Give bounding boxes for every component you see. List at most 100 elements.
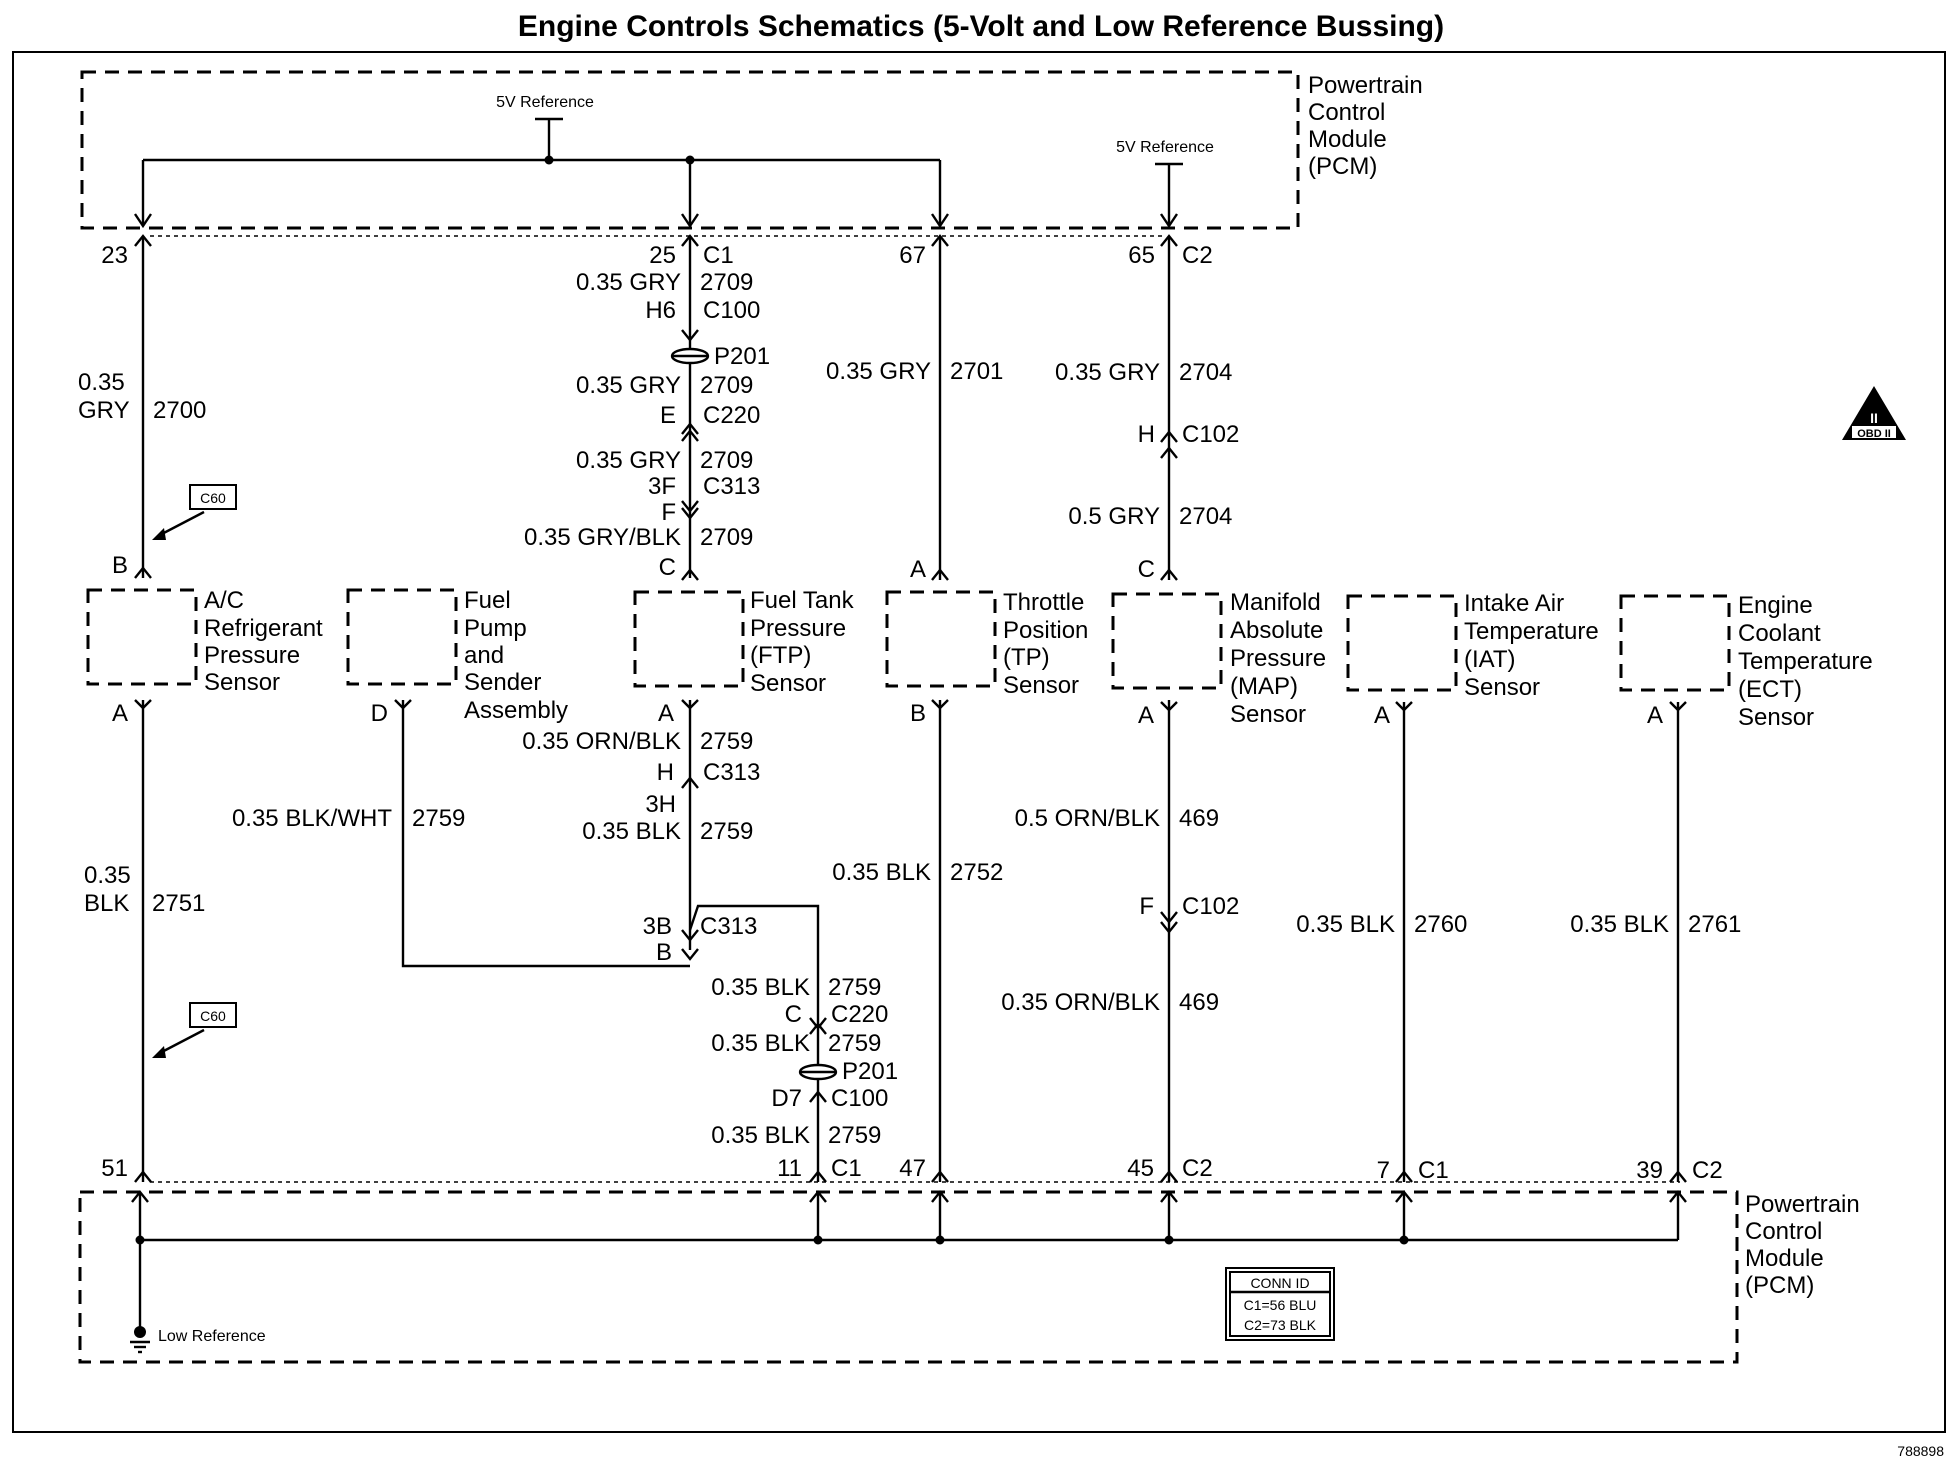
iat-sensor-label: Intake Air Temperature (IAT) Sensor [1464, 590, 1599, 701]
wire-2751-circuit: 2751 [152, 890, 205, 917]
low-reference-label: Low Reference [158, 1328, 266, 1345]
pin-65: 65 [1128, 242, 1155, 269]
wire-469-circuit-a: 469 [1179, 805, 1219, 832]
map-sensor-label: Manifold Absolute Pressure (MAP) Sensor [1230, 589, 1326, 728]
pin-23: 23 [101, 242, 128, 269]
ftp-label-4: Sensor [750, 670, 826, 697]
pcm-top-label: Powertrain Control Module (PCM) [1308, 72, 1423, 180]
conn-h-c313: H [657, 759, 674, 786]
tp-label-2: Position [1003, 617, 1088, 644]
wire-2759-fp-circuit: 2759 [412, 805, 465, 832]
pcm-bottom-box [78, 1190, 1739, 1364]
wire-2704-circuit-b: 2704 [1179, 503, 1232, 530]
ect-label-3: Temperature [1738, 648, 1873, 675]
low-reference-ground-icon [130, 1326, 150, 1354]
conn-c102: C102 [1182, 421, 1239, 448]
fp-label-1: Fuel [464, 587, 511, 614]
ac-label-2: Refrigerant [204, 615, 323, 642]
pcm-bottom-label: Powertrain Control Module (PCM) [1745, 1191, 1860, 1299]
pin-11: 11 [777, 1155, 802, 1182]
ac-pin-top: B [112, 552, 128, 579]
ftp-pin-top: C [659, 554, 676, 581]
conn-c100-b: C100 [831, 1085, 888, 1112]
ac-label-1: A/C [204, 587, 244, 614]
ect-label-2: Coolant [1738, 620, 1821, 647]
wire-2761-color: 0.35 BLK [1570, 911, 1669, 938]
wire-2700: 0.35 GRY 2700 [78, 236, 206, 579]
pin-25-conn: C1 [703, 242, 734, 269]
wire-2700-size: 0.35 [78, 369, 125, 396]
wire-469-a: 0.5 ORN/BLK [1015, 805, 1160, 832]
pcm-bottom-label-3: Module [1745, 1245, 1824, 1272]
conn-c313-ftp: C313 [703, 759, 760, 786]
ect-sensor-label: Engine Coolant Temperature (ECT) Sensor [1738, 592, 1873, 731]
wire-2709: 0.35 GRY 2709 H6 C100 P201 0.35 GRY 2709… [524, 236, 770, 581]
wire-2760: 0.35 BLK 2760 [1296, 702, 1467, 1183]
pcm-top-label-2: Control [1308, 99, 1385, 126]
conn-c220: C220 [703, 402, 760, 429]
ftp-label-1: Fuel Tank [750, 587, 855, 614]
conn-c313: C313 [703, 473, 760, 500]
ect-sensor-box [1619, 594, 1731, 692]
fuel-pump-label: Fuel Pump and Sender Assembly [464, 587, 568, 724]
conn-id-c2: C2=73 BLK [1244, 1317, 1317, 1333]
wire-2759-circuit-d: 2759 [828, 1030, 881, 1057]
wire-2759-circuit-b: 2759 [700, 818, 753, 845]
five-v-reference-label-1: 5V Reference [496, 94, 594, 111]
tp-pin-top: A [910, 556, 926, 583]
conn-f: F [661, 499, 676, 526]
conn-h6: H6 [645, 297, 676, 324]
wire-2700-circuit: 2700 [153, 397, 206, 424]
ect-pin-bottom: A [1647, 702, 1663, 729]
pcm-top-label-4: (PCM) [1308, 153, 1377, 180]
five-v-bus [134, 155, 949, 229]
wire-2704-circuit-a: 2704 [1179, 359, 1232, 386]
wire-2759-lower: 0.35 BLK 2759 C C220 0.35 BLK 2759 P201 … [711, 974, 898, 1183]
conn-id-c1: C1=56 BLU [1244, 1297, 1317, 1313]
conn-c-c220: C [785, 1001, 802, 1028]
pcm-top-label-1: Powertrain [1308, 72, 1423, 99]
map-pin-bottom: A [1138, 702, 1154, 729]
pin-7-conn: C1 [1418, 1157, 1449, 1184]
ect-label-5: Sensor [1738, 704, 1814, 731]
wire-2704-a: 0.35 GRY [1055, 359, 1160, 386]
wire-2709-c: 0.35 GRY [576, 447, 681, 474]
tp-label-1: Throttle [1003, 589, 1084, 616]
wire-2760-color: 0.35 BLK [1296, 911, 1395, 938]
c60-indicator-2: C60 [152, 1002, 237, 1058]
wire-2752-color: 0.35 BLK [832, 859, 931, 886]
conn-f-c102: F [1139, 893, 1154, 920]
iat-label-4: Sensor [1464, 674, 1540, 701]
wire-469: 0.5 ORN/BLK 469 F C102 0.35 ORN/BLK 469 [1001, 700, 1239, 1183]
pcm-bottom-label-1: Powertrain [1745, 1191, 1860, 1218]
wire-2701: 0.35 GRY 2701 [826, 236, 1003, 581]
map-label-1: Manifold [1230, 589, 1321, 616]
fp-label-3: and [464, 642, 504, 669]
fp-label-4: Sender [464, 669, 541, 696]
wire-2700-color: GRY [78, 397, 130, 424]
pin-11-conn: C1 [831, 1155, 862, 1182]
tp-pin-bottom: B [910, 700, 926, 727]
ftp-label-2: Pressure [750, 615, 846, 642]
wire-2759-circuit-e: 2759 [828, 1122, 881, 1149]
map-label-3: Pressure [1230, 645, 1326, 672]
pin-45: 45 [1127, 1155, 1154, 1182]
wire-2759-ftp: 0.35 ORN/BLK 2759 H C313 3H 0.35 BLK 275… [522, 700, 820, 1182]
wire-2752: 0.35 BLK 2752 [832, 700, 1003, 1183]
wire-2751-size: 0.35 [84, 862, 131, 889]
wire-2709-circuit-d: 2709 [700, 524, 753, 551]
pin-39-conn: C2 [1692, 1157, 1723, 1184]
tp-label-4: Sensor [1003, 672, 1079, 699]
wire-2760-circuit: 2760 [1414, 911, 1467, 938]
ftp-label-3: (FTP) [750, 642, 811, 669]
obd-badge-top: II [1870, 410, 1878, 426]
ac-label-4: Sensor [204, 669, 280, 696]
ftp-pin-bottom: A [658, 700, 674, 727]
iat-label-3: (IAT) [1464, 646, 1516, 673]
tp-sensor-label: Throttle Position (TP) Sensor [1003, 589, 1088, 699]
c60-indicator-1: C60 [152, 484, 237, 540]
wire-2704: 0.35 GRY 2704 H C102 0.5 GRY 2704 [1055, 236, 1239, 581]
ac-label-3: Pressure [204, 642, 300, 669]
pin-7: 7 [1377, 1157, 1390, 1184]
map-pin-top: C [1138, 556, 1155, 583]
